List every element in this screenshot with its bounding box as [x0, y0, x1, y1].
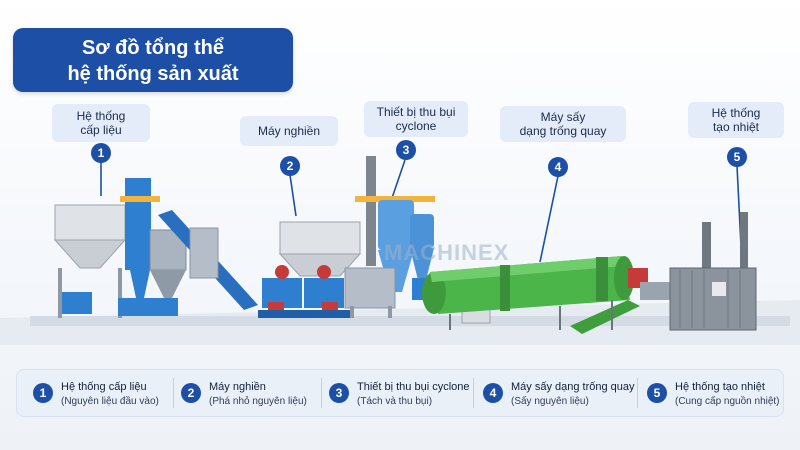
legend-divider [173, 378, 174, 408]
callout-crusher: Máy nghiền [240, 116, 338, 146]
legend-number-2: 2 [181, 383, 201, 403]
legend-title-4: Máy sấy dạng trống quay [511, 381, 635, 393]
callout-3-line-2: cyclone [395, 119, 437, 133]
legend-sub-1: (Nguyên liệu đầu vào) [61, 396, 159, 407]
callout-number-2: 2 [280, 156, 300, 176]
callout-cyclone: Thiết bị thu bụi cyclone [364, 101, 468, 137]
cyclone-dust-collector [344, 156, 435, 318]
callout-heat-generator: Hệ thống tạo nhiệt [688, 102, 784, 138]
legend-number-1: 1 [33, 383, 53, 403]
rotary-drum-dryer [412, 256, 670, 334]
legend-title-5: Hệ thống tạo nhiệt [675, 381, 765, 393]
callout-4-line-1: Máy sấy [540, 110, 586, 124]
legend-divider [321, 378, 322, 408]
callout-1-line-1: Hệ thống [76, 109, 126, 123]
legend-title-3: Thiết bị thu bụi cyclone [357, 381, 470, 393]
watermark-logo: MACHINEX [384, 240, 510, 265]
feeding-system [53, 178, 258, 318]
legend-number-3: 3 [329, 383, 349, 403]
callout-4-line-2: dạng trống quay [519, 124, 607, 138]
callout-3-line-1: Thiết bị thu bụi [376, 105, 456, 119]
callout-1-line-2: cấp liệu [80, 123, 122, 137]
callout-number-4: 4 [548, 157, 568, 177]
base-platform [30, 316, 790, 326]
legend-number-4: 4 [483, 383, 503, 403]
callout-number-1: 1 [91, 143, 111, 163]
legend-sub-3: (Tách và thu bụi) [357, 396, 433, 407]
callout-feeding-system: Hệ thống cấp liệu [52, 104, 150, 142]
crusher [258, 221, 362, 318]
callout-5-line-1: Hệ thống [711, 106, 761, 120]
legend-sub-2: (Phá nhỏ nguyên liệu) [209, 396, 307, 407]
legend-divider [637, 378, 638, 408]
production-line-illustration [0, 156, 800, 345]
title-line-1: Sơ đồ tổng thể [82, 37, 224, 59]
callout-number-3: 3 [396, 140, 416, 160]
diagram-title: Sơ đồ tổng thể hệ thống sản xuất [13, 28, 293, 92]
legend-sub-5: (Cung cấp nguồn nhiệt) [675, 396, 780, 407]
callout-number-5: 5 [727, 147, 747, 167]
callout-drum-dryer: Máy sấy dạng trống quay [500, 106, 626, 142]
title-line-2: hệ thống sản xuất [67, 63, 239, 85]
heat-generator [669, 212, 757, 331]
legend-sub-4: (Sấy nguyên liệu) [511, 396, 589, 407]
legend-title-1: Hệ thống cấp liệu [61, 381, 147, 393]
callout-5-line-2: tạo nhiệt [712, 120, 760, 134]
legend-title-2: Máy nghiền [209, 381, 266, 393]
legend-bar: 1 Hệ thống cấp liệu (Nguyên liệu đầu vào… [16, 369, 784, 417]
callout-2-line-1: Máy nghiền [257, 124, 321, 138]
legend-divider [473, 378, 474, 408]
legend-number-5: 5 [647, 383, 667, 403]
